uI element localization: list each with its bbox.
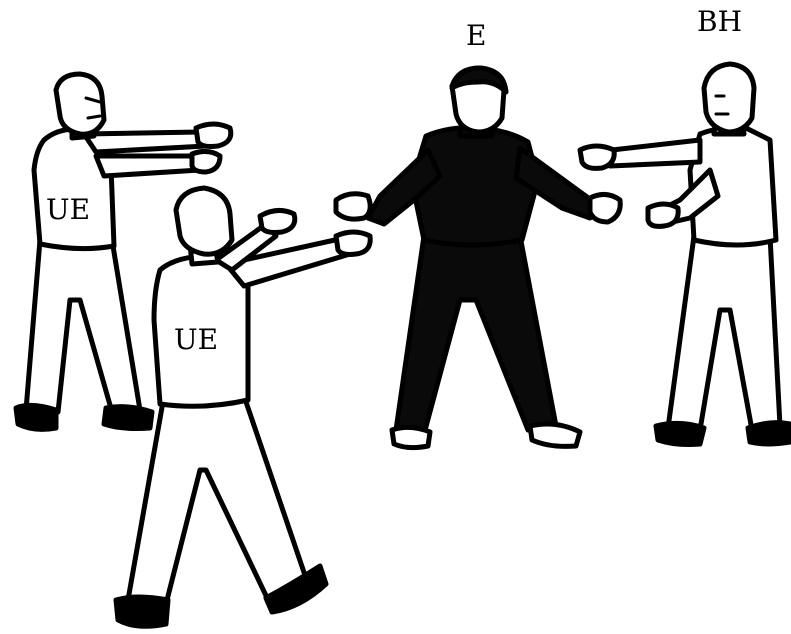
label-e: E	[466, 19, 487, 52]
figure-e-hair	[449, 65, 509, 95]
figure-ue-back-upper-arm	[81, 129, 209, 155]
figure-ue-front-head	[173, 185, 235, 257]
figure-e-torso	[409, 125, 541, 248]
figure-bh-legs	[665, 233, 783, 433]
figure-e	[333, 65, 623, 451]
figure-e-left-hand	[333, 191, 373, 222]
figure-bh-face	[714, 94, 730, 116]
figure-ue-front-fist-1	[333, 229, 373, 257]
figure-ue-back	[13, 71, 234, 432]
figure-ue-back-fist-2	[189, 148, 223, 175]
figure-ue-front-right-foot	[263, 563, 329, 615]
figure-ue-back-left-foot	[13, 402, 59, 432]
figure-bh-hand-1	[577, 143, 617, 171]
figure-ue-front-torso	[151, 253, 251, 409]
figure-ue-back-fist-1	[193, 121, 234, 149]
figure-ue-front-arm-short	[213, 221, 279, 273]
label-ue-front: UE	[174, 323, 219, 356]
figure-ue-front-legs	[125, 393, 313, 607]
figure-ue-back-face	[84, 96, 102, 120]
label-ue-back: UE	[46, 193, 91, 226]
figure-ue-back-right-foot	[101, 404, 155, 431]
figure-ue-back-head	[53, 71, 107, 137]
figure-e-right-arm	[513, 145, 597, 221]
figure-e-left-foot	[389, 424, 433, 451]
figure-e-right-hand	[587, 192, 623, 225]
figure-ue-back-lower-arm	[93, 153, 203, 179]
figure-e-right-foot	[527, 421, 583, 449]
figure-bh-left-foot	[653, 420, 707, 447]
figure-ue-front	[113, 185, 373, 629]
figure-bh-hand-2	[645, 201, 681, 229]
figure-bh	[577, 61, 791, 447]
figure-bh-head	[701, 61, 757, 135]
figure-ue-front-left-foot	[113, 594, 171, 629]
figure-ue-back-legs	[23, 237, 143, 415]
figure-e-left-arm	[365, 147, 443, 227]
figure-e-legs	[393, 233, 559, 437]
label-bh: BH	[697, 5, 742, 38]
figure-bh-upper-arm	[607, 137, 703, 169]
figure-ue-front-fist-2	[257, 208, 298, 235]
figure-bh-right-foot	[745, 420, 791, 447]
